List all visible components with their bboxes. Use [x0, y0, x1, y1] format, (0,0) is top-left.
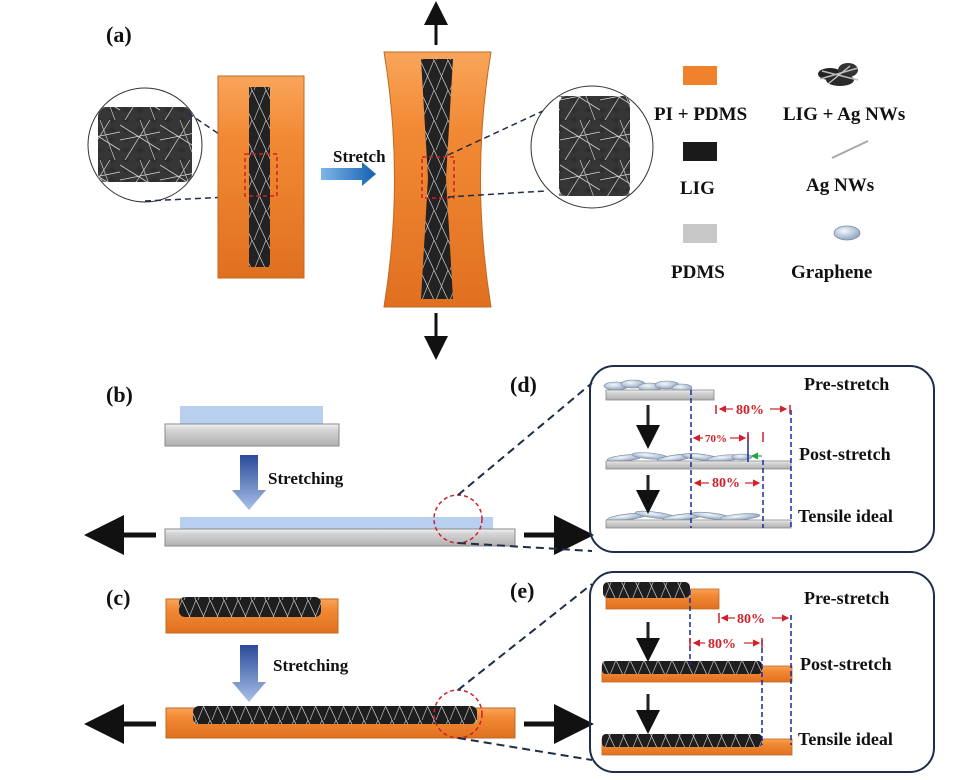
graphene-film-unstretched	[180, 406, 323, 424]
stage-label-post: Post-stretch	[800, 654, 892, 674]
dim-film-extension-actual: 80%	[708, 637, 736, 652]
graphene-flakes-pre	[603, 379, 693, 393]
zoom-guide-line	[457, 583, 593, 691]
lig-agnw-film-stretched	[193, 706, 477, 724]
substrate-pre	[605, 389, 715, 401]
stretching-arrow-icon	[232, 645, 266, 702]
panel-e-label: (e)	[510, 578, 534, 603]
zoom-guide-line	[457, 737, 593, 761]
zoom-guide-line	[457, 542, 593, 552]
stretching-label: Stretching	[268, 469, 344, 488]
panel-d-label: (d)	[510, 372, 537, 397]
dim-film-extension-actual: 70%	[705, 433, 727, 445]
legend: PI + PDMS LIG + Ag NWs LIG Ag NWs PDMS G…	[654, 63, 905, 283]
legend-swatch-pi-pdms	[683, 66, 717, 85]
stage-label-pre: Pre-stretch	[804, 588, 889, 608]
zoom-guide-line	[447, 109, 546, 156]
stage-label-ideal: Tensile ideal	[798, 506, 893, 526]
legend-label-pdms: PDMS	[671, 262, 725, 283]
dim-film-extension-ideal: 80%	[712, 476, 740, 491]
panel-d-frame	[589, 365, 935, 553]
stage-label-post: Post-stretch	[799, 444, 891, 464]
zoom-region-marker	[421, 156, 455, 199]
stretching-arrow-icon	[232, 455, 266, 510]
panel-c: (c) Stretching	[84, 583, 594, 761]
stage-label-ideal: Tensile ideal	[798, 729, 893, 749]
panel-e-frame	[589, 571, 935, 773]
pdms-substrate-stretched	[164, 528, 516, 547]
legend-swatch-lig	[683, 142, 717, 161]
sample-stretched	[383, 51, 492, 308]
pdms-substrate-unstretched	[164, 423, 340, 447]
lig-agnw-film-unstretched	[179, 597, 321, 617]
legend-label-agnw: Ag NWs	[806, 175, 874, 196]
substrate-post	[605, 460, 792, 470]
legend-label-graphene: Graphene	[791, 262, 872, 283]
legend-label-lig-agnw: LIG + Ag NWs	[783, 104, 905, 125]
legend-swatch-agnw-icon	[831, 140, 869, 159]
legend-swatch-pdms	[683, 224, 717, 243]
lig-agnw-film-pre	[603, 582, 690, 598]
panel-a: (a) Stretch	[87, 1, 654, 360]
dim-substrate-extension: 80%	[737, 612, 765, 627]
zoom-circle-stretched	[530, 85, 654, 209]
panel-d: (d) Pre-stretch Post-stretch	[510, 365, 935, 553]
panel-e: (e) Pre-stretch Post-stretch Tensile ide…	[510, 571, 935, 773]
stage-label-pre: Pre-stretch	[804, 374, 889, 394]
lig-agnw-film-post	[602, 661, 762, 674]
stretching-label: Stretching	[273, 656, 349, 675]
lig-agnw-film-ideal	[602, 734, 762, 747]
stretch-label: Stretch	[333, 147, 386, 166]
legend-swatch-graphene-icon	[833, 225, 861, 241]
zoom-circle-unstretched	[87, 87, 203, 203]
sample-unstretched	[217, 75, 305, 279]
stretch-arrow-icon	[321, 162, 376, 186]
graphene-film-stretched	[180, 517, 493, 530]
panel-a-label: (a)	[106, 22, 132, 47]
panel-c-label: (c)	[106, 585, 130, 610]
zoom-guide-line	[457, 382, 593, 496]
graphene-flakes-post	[606, 452, 753, 463]
legend-swatch-lig-agnw-icon	[818, 63, 859, 86]
panel-b-label: (b)	[106, 382, 133, 407]
panel-b: (b) Stretching	[84, 382, 594, 555]
legend-label-lig: LIG	[680, 178, 715, 199]
legend-label-pi-pdms: PI + PDMS	[654, 104, 747, 125]
zoom-guide-line	[144, 195, 251, 202]
zoom-guide-line	[447, 190, 546, 198]
dim-substrate-extension: 80%	[736, 403, 764, 418]
zoom-region-marker	[244, 153, 278, 197]
